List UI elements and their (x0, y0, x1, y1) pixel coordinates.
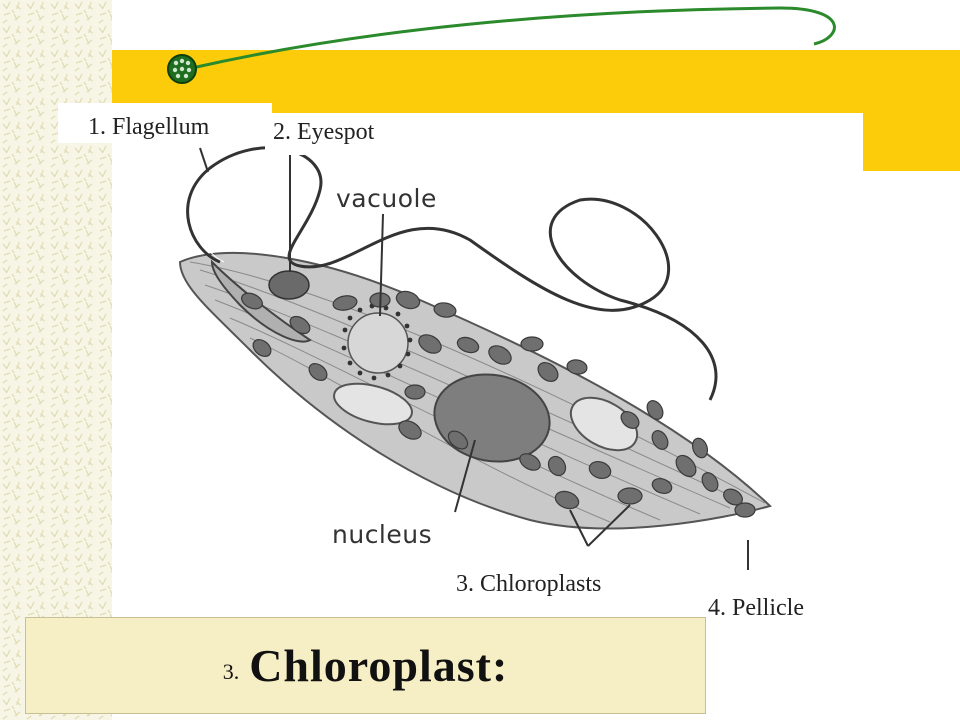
caption-term: Chloroplast: (249, 640, 509, 691)
chloroplast-shapes (241, 290, 756, 518)
vacuole-label: vacuole (336, 184, 437, 213)
nucleus-label: nucleus (332, 520, 433, 549)
label-backing (265, 113, 431, 155)
pin-icon (167, 54, 197, 84)
leader-lines (199, 147, 749, 570)
flagellum-label: 1. Flagellum (88, 114, 210, 140)
label-backing (58, 103, 272, 143)
chloroplasts-label: 3. Chloroplasts (456, 571, 602, 597)
pin-line (191, 6, 836, 70)
caption-number: 3. (222, 658, 240, 684)
paramylon-shape (569, 396, 639, 452)
paramylon-shape (333, 382, 413, 426)
eyespot-shape (268, 270, 310, 300)
vacuole-shape (341, 303, 413, 381)
caption-box: 3. Chloroplast: (25, 617, 706, 714)
eyespot-label: 2. Eyespot (273, 119, 375, 145)
euglena-cell (178, 146, 772, 530)
pellicle-label: 4. Pellicle (708, 595, 804, 621)
